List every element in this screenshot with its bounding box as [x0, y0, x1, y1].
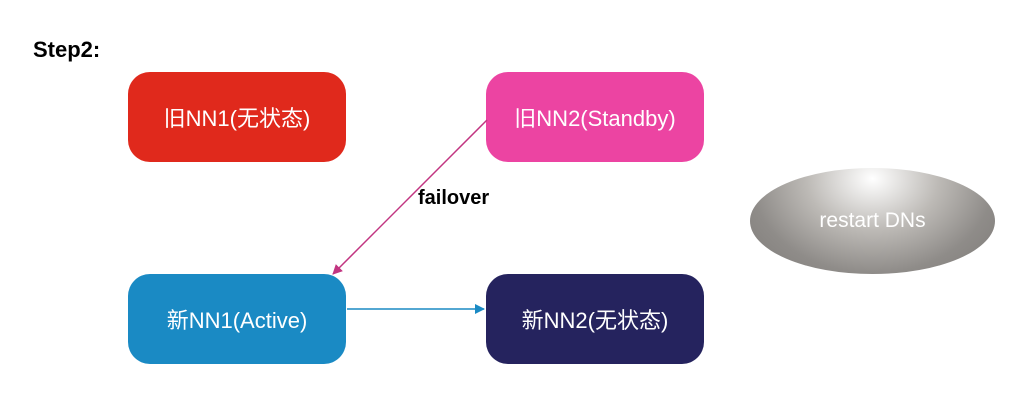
step-title: Step2: [33, 37, 101, 62]
new-nn1-label: 新NN1(Active) [166, 308, 308, 333]
old-nn1-node: 旧NN1(无状态) [128, 72, 346, 162]
restart-dns-label: restart DNs [819, 209, 926, 232]
old-nn2-label: 旧NN2(Standby) [514, 106, 676, 131]
new-nn2-node: 新NN2(无状态) [486, 274, 704, 364]
failover-label: failover [418, 187, 490, 209]
new-nn1-node: 新NN1(Active) [128, 274, 346, 364]
old-nn2-node: 旧NN2(Standby) [486, 72, 704, 162]
new-nn2-label: 新NN2(无状态) [521, 308, 669, 333]
restart-dns-oval: restart DNs [750, 168, 995, 274]
old-nn1-label: 旧NN1(无状态) [163, 106, 311, 131]
